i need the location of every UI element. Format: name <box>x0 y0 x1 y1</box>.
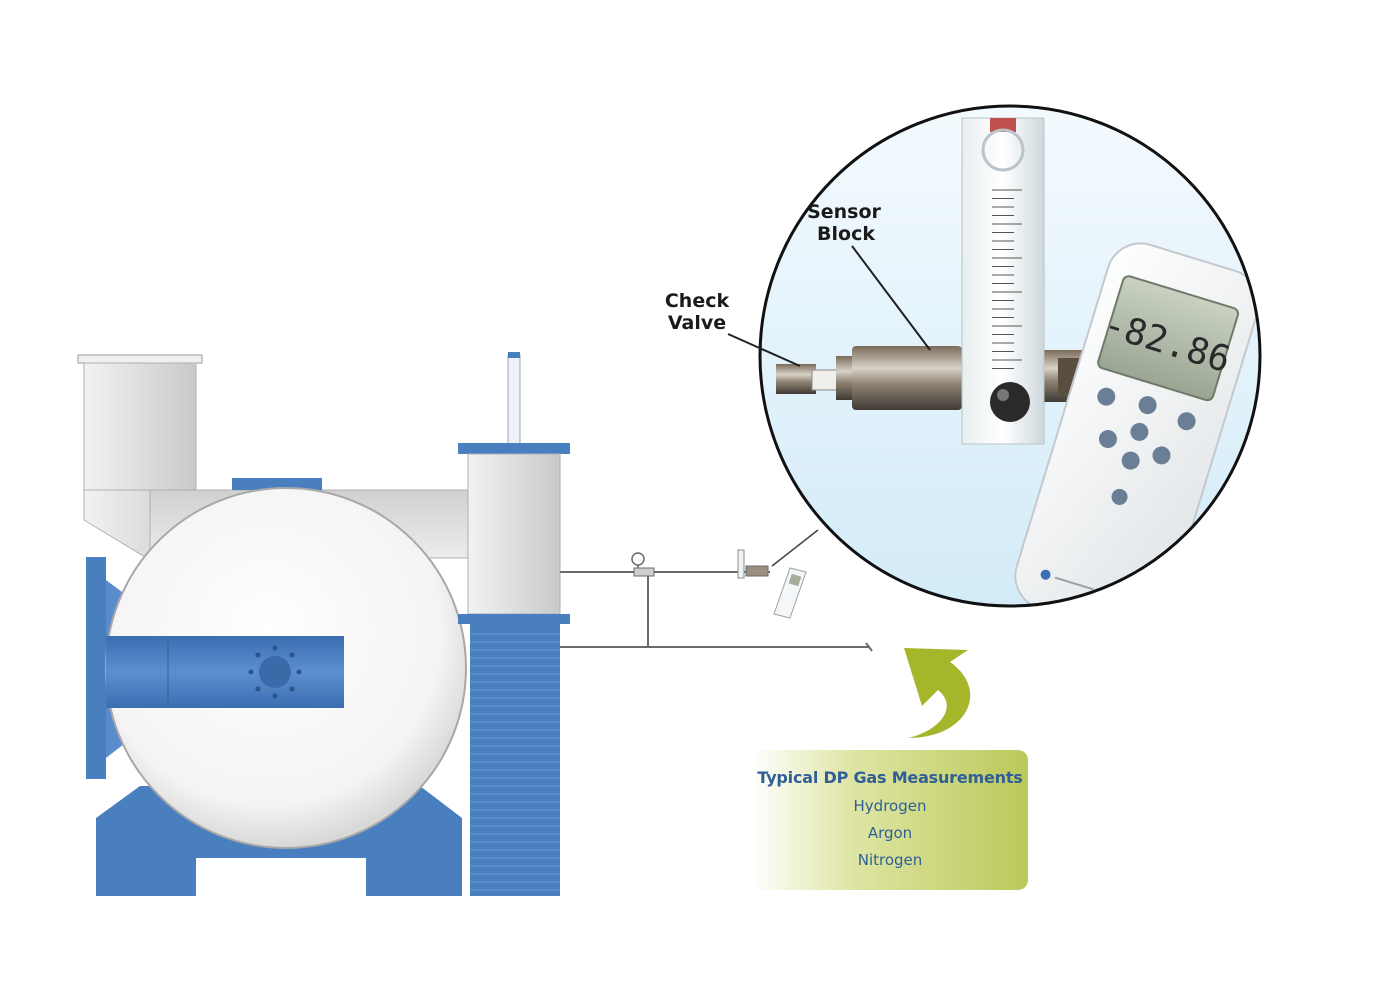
shaft-hub <box>248 645 302 699</box>
sensor-block-leader <box>851 245 931 351</box>
green-arrow-icon <box>904 648 971 738</box>
measurements-title: Typical DP Gas Measurements <box>757 768 1023 787</box>
svg-text:Check: Check <box>665 290 730 312</box>
sensor-block-label: Sensor Block <box>807 201 881 245</box>
lcd-display <box>1097 275 1239 402</box>
brand-logo-icon <box>1040 569 1051 580</box>
rotor-shaft <box>106 636 344 708</box>
vent-pipe <box>507 354 521 446</box>
svg-text:Sensor: Sensor <box>807 201 881 223</box>
generator-machine <box>77 352 570 896</box>
measurement-item-argon: Argon <box>867 824 913 842</box>
zoom-detail: -82.86 <box>758 104 1262 608</box>
left-flange <box>86 557 106 779</box>
pressure-gauge <box>631 552 655 577</box>
left-duct-body <box>83 362 197 491</box>
mini-hygrometer <box>773 567 807 619</box>
check-valve-leader <box>727 333 801 367</box>
tower-lower <box>470 624 560 896</box>
measurement-item-nitrogen: Nitrogen <box>857 851 923 869</box>
left-duct <box>77 354 203 364</box>
zoom-circle-border <box>758 104 1262 608</box>
valve-knob <box>990 382 1030 422</box>
svg-text:Block: Block <box>817 223 875 245</box>
sample-piping <box>560 571 870 648</box>
check-valve-label: Check Valve <box>665 290 730 334</box>
handheld-hygrometer: -82.86 <box>1014 242 1260 606</box>
mini-flowmeter <box>737 549 769 579</box>
sample-line-outlet-end <box>865 642 873 652</box>
flowmeter-scale <box>992 189 1022 369</box>
svg-text:Valve: Valve <box>668 312 726 334</box>
tower-top-flange <box>458 443 570 454</box>
measurement-item-hydrogen: Hydrogen <box>853 797 927 815</box>
tower-ribs <box>470 633 560 891</box>
check-valve <box>776 364 816 394</box>
keypad <box>1097 387 1196 505</box>
zoom-connector <box>771 529 819 567</box>
sensor-block <box>852 346 962 410</box>
top-cap <box>232 478 322 490</box>
tower-upper <box>467 453 561 615</box>
tower-mid-flange <box>458 614 570 624</box>
measurements-box: Typical DP Gas Measurements Hydrogen Arg… <box>752 750 1028 890</box>
